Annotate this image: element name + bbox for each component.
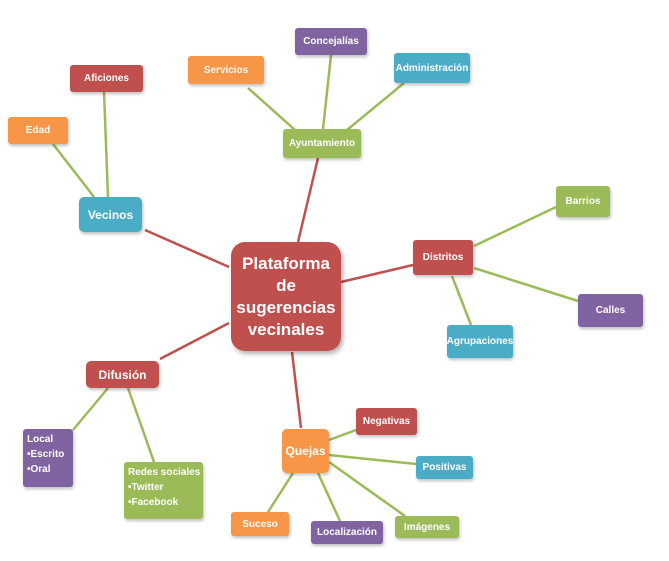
leaf-localizacion: Localización bbox=[311, 521, 383, 544]
leaf-redes-item-twitter: •Twitter bbox=[128, 482, 164, 493]
leaf-servicios: Servicios bbox=[188, 56, 264, 84]
connector-quejas-suceso bbox=[266, 472, 295, 513]
connector-ayuntamiento-administracion bbox=[346, 82, 405, 131]
leaf-negativas: Negativas bbox=[356, 408, 417, 435]
connector-quejas-negativas bbox=[328, 428, 357, 442]
leaf-concejalias: Concejalías bbox=[295, 28, 367, 55]
leaf-local-title: Local bbox=[27, 434, 54, 445]
connector-difusion-local bbox=[72, 387, 109, 431]
leaf-administracion: Administración bbox=[394, 53, 470, 83]
connector-center-vecinos bbox=[144, 228, 230, 269]
connector-center-difusion bbox=[159, 321, 230, 361]
connector-quejas-positivas bbox=[328, 453, 417, 466]
leaf-local: Local •Escrito •Oral bbox=[23, 429, 73, 487]
connector-quejas-localizacion bbox=[316, 472, 342, 522]
central-topic-line-4: vecinales bbox=[247, 319, 325, 339]
leaf-agrupaciones: Agrupaciones bbox=[447, 325, 513, 358]
branch-quejas: Quejas bbox=[282, 429, 329, 473]
branch-vecinos: Vecinos bbox=[79, 197, 142, 232]
connector-quejas-imagenes bbox=[328, 460, 406, 518]
connector-center-ayuntamiento bbox=[296, 157, 320, 243]
leaf-edad: Edad bbox=[8, 117, 68, 144]
central-topic-line-1: Plataforma bbox=[242, 253, 330, 273]
leaf-suceso: Suceso bbox=[231, 512, 289, 536]
branch-distritos: Distritos bbox=[413, 240, 473, 275]
central-topic-line-2: de bbox=[276, 275, 296, 295]
connector-ayuntamiento-concejalias bbox=[321, 54, 333, 130]
connector-distritos-agrupaciones bbox=[450, 275, 473, 326]
leaf-barrios: Barrios bbox=[556, 186, 610, 217]
leaf-positivas: Positivas bbox=[416, 456, 473, 479]
leaf-redes-sociales: Redes sociales •Twitter •Facebook bbox=[124, 462, 203, 519]
connector-distritos-barrios bbox=[473, 205, 557, 248]
connector-center-distritos bbox=[340, 263, 414, 284]
leaf-redes-title: Redes sociales bbox=[128, 467, 201, 478]
leaf-local-item-escrito: •Escrito bbox=[27, 449, 65, 460]
leaf-redes-item-facebook: •Facebook bbox=[128, 497, 179, 508]
branch-ayuntamiento: Ayuntamiento bbox=[283, 129, 361, 158]
connector-center-quejas bbox=[290, 351, 303, 429]
central-topic-line-3: sugerencias bbox=[236, 297, 336, 317]
branch-difusion: Difusión bbox=[86, 361, 159, 388]
leaf-calles: Calles bbox=[578, 294, 643, 327]
connector-distritos-calles bbox=[473, 266, 579, 303]
connector-vecinos-aficiones bbox=[102, 91, 110, 198]
connector-vecinos-edad bbox=[52, 143, 95, 198]
leaf-aficiones: Aficiones bbox=[70, 65, 143, 92]
connector-ayuntamiento-servicios bbox=[247, 87, 296, 131]
leaf-local-item-oral: •Oral bbox=[27, 464, 51, 475]
leaf-imagenes: Imágenes bbox=[395, 516, 459, 538]
central-topic: Plataforma de sugerencias vecinales bbox=[231, 242, 341, 351]
connector-difusion-redes bbox=[126, 387, 156, 463]
